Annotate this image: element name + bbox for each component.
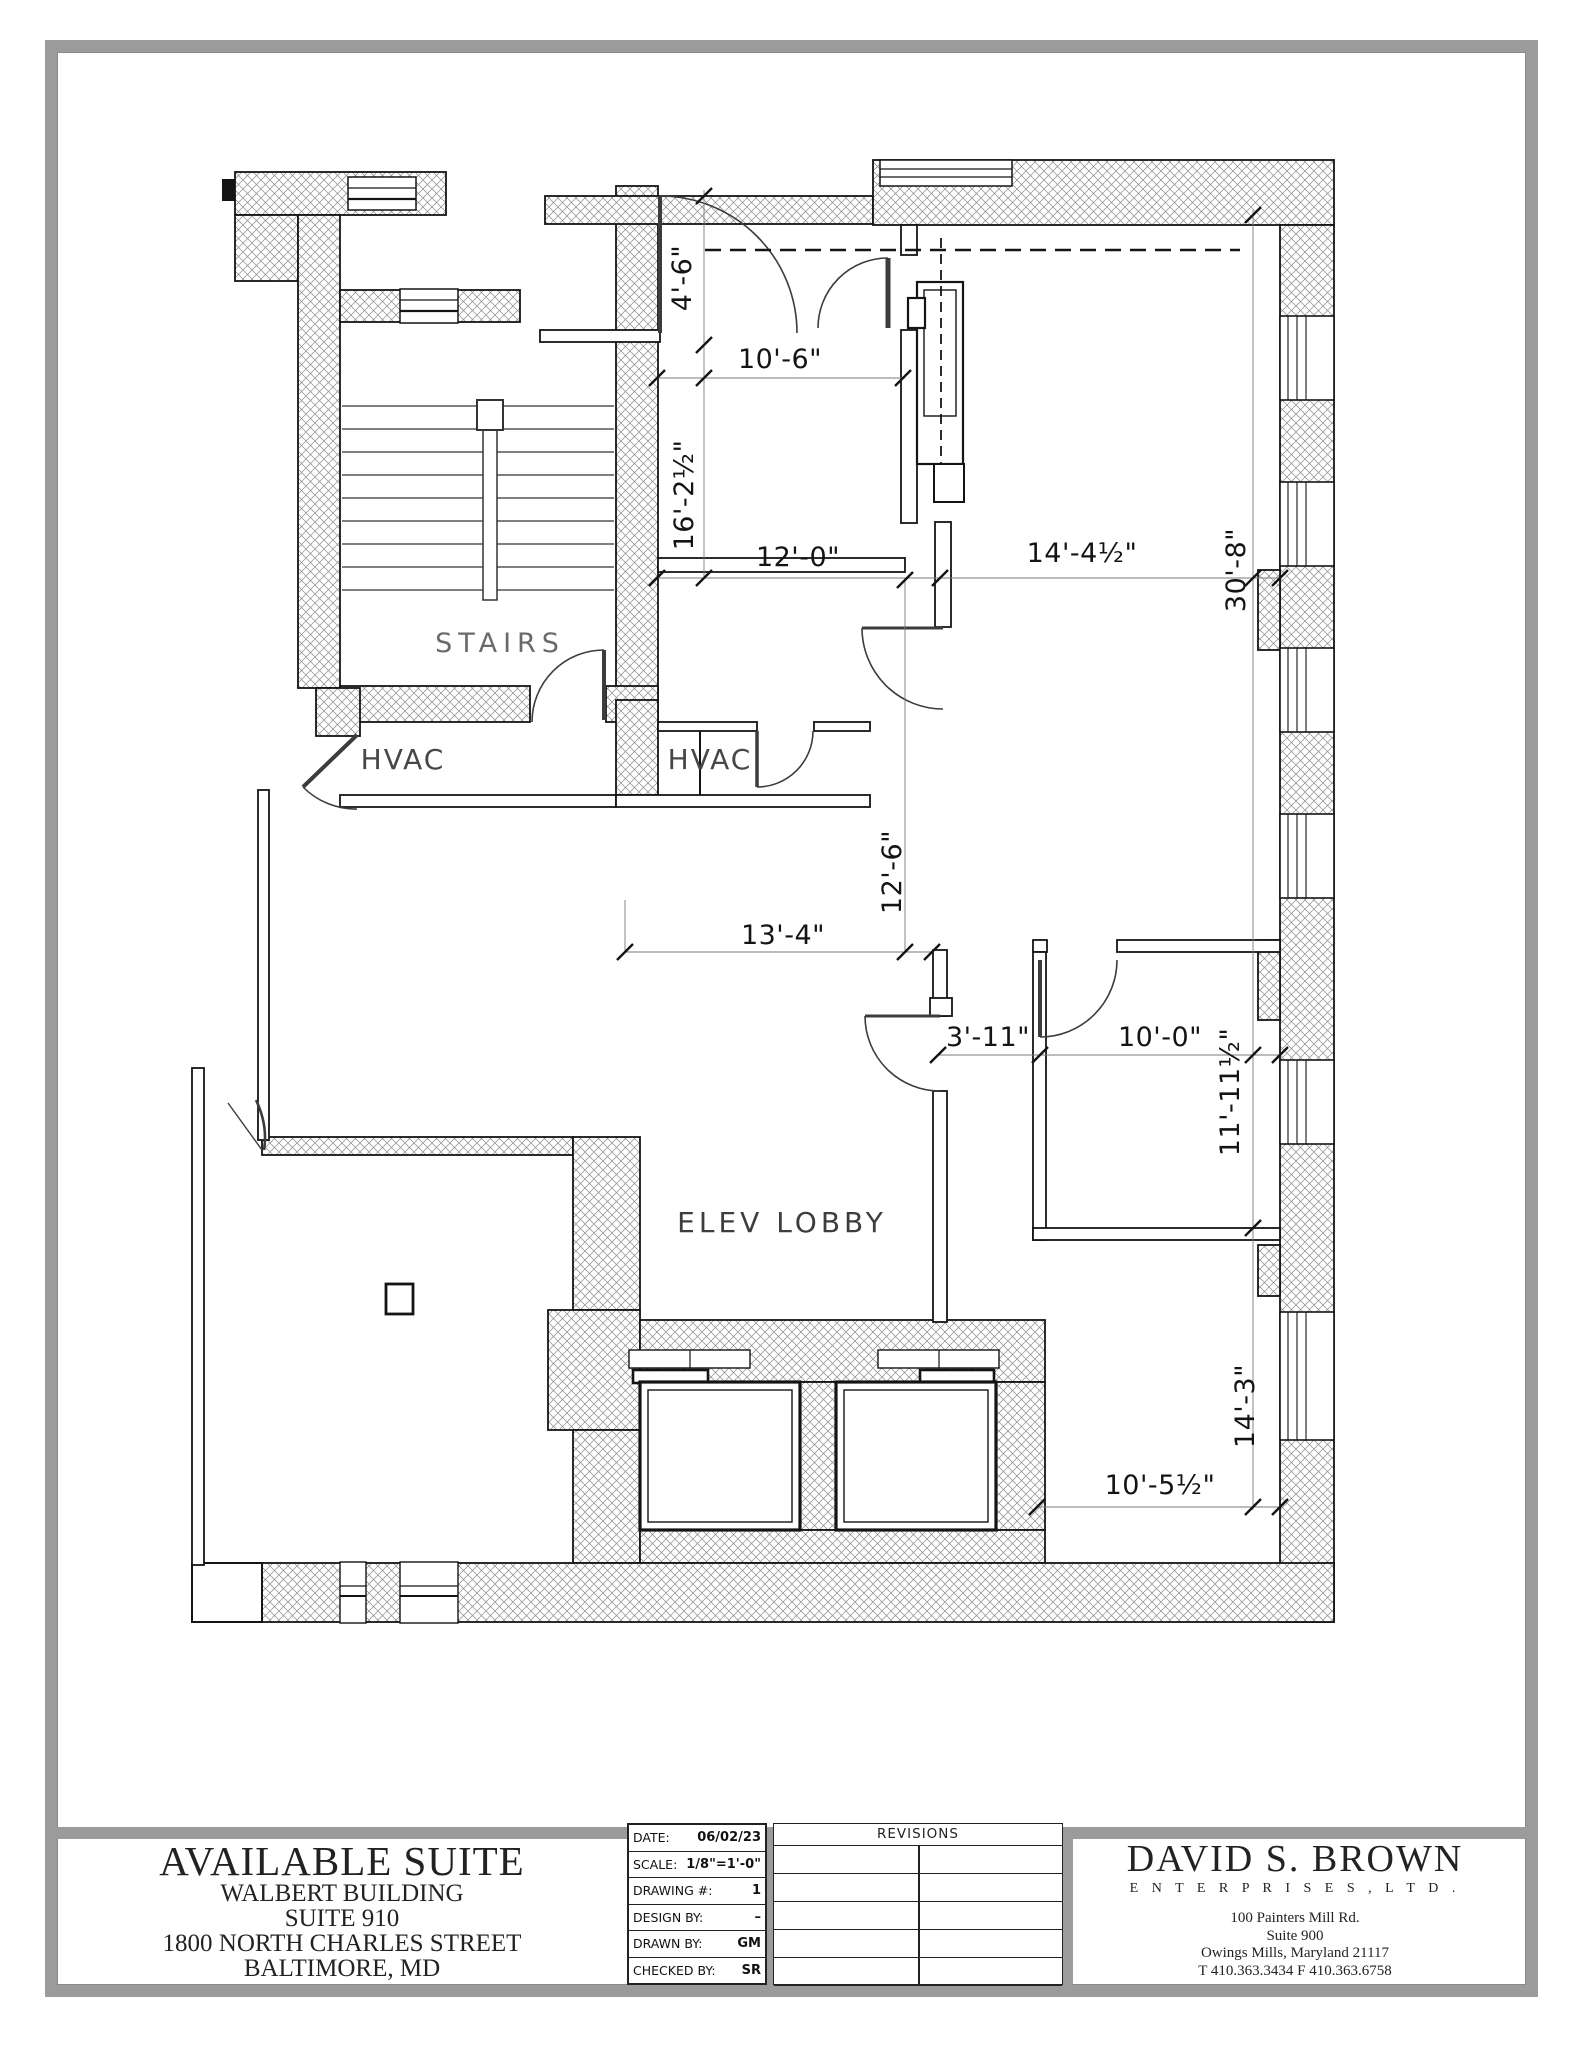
door-stair	[531, 649, 606, 723]
checked-by-value: SR	[741, 1962, 761, 1978]
east-window-6	[1279, 1311, 1335, 1441]
design-by-value: –	[754, 1909, 762, 1925]
info-row-date: DATE: 06/02/23	[629, 1825, 765, 1852]
east-window-5	[1279, 1059, 1335, 1145]
dim-east-upper-height: 30'-8"	[1221, 528, 1252, 612]
suite-title: AVAILABLE SUITE	[159, 1838, 525, 1884]
door-elev-lobby	[864, 1014, 941, 1092]
door-corridor	[227, 1099, 267, 1151]
suite-number: SUITE 910	[284, 1905, 400, 1932]
drawing-info-table: DATE: 06/02/23 SCALE: 1/8"=1'-0" DRAWING…	[627, 1823, 767, 1985]
dim-closet-depth: 4'-6"	[667, 245, 698, 311]
partition-walls	[191, 224, 1281, 1566]
door-closet	[817, 257, 891, 329]
dimension-labels: 4'-6" 10'-6" 16'-2½" 12'-0" 14'-4½" 30'-…	[667, 245, 1261, 1501]
dim-room1-width: 10'-6"	[738, 344, 822, 375]
suite-title-block: AVAILABLE SUITE WALBERT BUILDING SUITE 9…	[57, 1841, 627, 1985]
info-row-drawing-number: DRAWING #: 1	[629, 1878, 765, 1905]
column	[384, 1282, 415, 1316]
door-room1	[658, 195, 798, 334]
window-bottom-1	[339, 1561, 367, 1624]
company-street: 100 Painters Mill Rd.	[1230, 1910, 1360, 1926]
dim-room4-width: 10'-0"	[1118, 1022, 1202, 1053]
dim-room5-height: 14'-3"	[1230, 1364, 1261, 1448]
drawn-by-value: GM	[737, 1936, 761, 1952]
street-address: 1800 NORTH CHARLES STREET	[162, 1930, 522, 1957]
revisions-column-divider	[918, 1845, 920, 1984]
company-block: DAVID S. BROWN E N T E R P R I S E S , L…	[1073, 1840, 1517, 1980]
date-label: DATE:	[633, 1830, 670, 1846]
building-name: WALBERT BUILDING	[220, 1880, 464, 1907]
door-room4	[1038, 959, 1118, 1038]
elevator-sill-a	[628, 1349, 751, 1369]
window-top-right	[879, 159, 1013, 187]
drawing-number-value: 1	[751, 1883, 761, 1899]
window-bottom-2	[399, 1561, 459, 1624]
door-hvac-right	[755, 730, 814, 788]
windows	[191, 159, 1335, 1624]
titleblock-divider-v2	[1063, 1835, 1073, 1987]
date-value: 06/02/23	[697, 1830, 761, 1846]
east-window-3	[1279, 647, 1335, 733]
label-hvac-left: HVAC	[361, 743, 446, 776]
company-subtitle: E N T E R P R I S E S , L T D .	[1129, 1881, 1461, 1896]
label-hvac-right: HVAC	[668, 743, 753, 776]
info-row-scale: SCALE: 1/8"=1'-0"	[629, 1852, 765, 1878]
sheet-border-frame	[45, 40, 1538, 1997]
dim-room4-height: 11'-11½"	[1215, 1028, 1246, 1156]
dimension-lines	[624, 190, 1280, 1510]
label-stairs: STAIRS	[435, 628, 565, 659]
elevator-shaft-b	[834, 1380, 998, 1532]
stair-treads	[342, 399, 614, 601]
dim-room5-width: 10'-5½"	[1105, 1470, 1216, 1501]
revisions-header: REVISIONS	[774, 1824, 1062, 1846]
east-window-2	[1279, 481, 1335, 567]
dim-room1-height: 16'-2½"	[669, 440, 700, 551]
design-by-label: DESIGN BY:	[633, 1909, 704, 1925]
window-stair-top	[347, 176, 417, 211]
elevator-sill-b	[877, 1349, 1000, 1369]
east-window-4	[1279, 813, 1335, 899]
scale-value: 1/8"=1'-0"	[686, 1856, 761, 1872]
elevators	[384, 1282, 1000, 1532]
door-hvac-left	[301, 733, 359, 810]
dimension-ticks	[616, 187, 1289, 1516]
drawing-number-label: DRAWING #:	[633, 1883, 713, 1899]
scale-label: SCALE:	[633, 1856, 678, 1872]
dim-room3-width: 14'-4½"	[1027, 538, 1138, 569]
elevator-shaft-a	[638, 1380, 802, 1532]
checked-by-label: CHECKED BY:	[633, 1962, 716, 1978]
revisions-table: REVISIONS	[773, 1823, 1063, 1986]
city-state: BALTIMORE, MD	[243, 1955, 441, 1982]
duct-fixture	[705, 238, 1240, 503]
company-suite: Suite 900	[1266, 1927, 1324, 1944]
dim-mid-height: 12'-6"	[877, 830, 908, 914]
east-window-1	[1279, 315, 1335, 401]
window-stair-inner	[399, 288, 459, 324]
revision-row	[774, 1958, 1062, 1986]
doors	[227, 195, 1118, 1151]
door-room2	[861, 626, 944, 710]
drawn-by-label: DRAWN BY:	[633, 1936, 703, 1952]
info-row-drawn-by: DRAWN BY: GM	[629, 1931, 765, 1958]
dim-corridor-width: 3'-11"	[946, 1022, 1030, 1053]
room-labels: STAIRS HVAC HVAC ELEV LOBBY	[361, 628, 887, 1239]
company-phone: T 410.363.3434 F 410.363.6758	[1198, 1962, 1392, 1979]
dim-room2-width: 12'-0"	[756, 542, 840, 573]
titleblock-divider-v1	[766, 1835, 773, 1987]
info-row-checked-by: CHECKED BY: SR	[629, 1958, 765, 1984]
dim-mid-width: 13'-4"	[741, 920, 825, 951]
bottom-left-opening	[191, 1562, 263, 1623]
company-address: 100 Painters Mill Rd. Suite 900 Owings M…	[1073, 1910, 1517, 1980]
company-name: DAVID S. BROWN	[1126, 1838, 1464, 1880]
company-city: Owings Mills, Maryland 21117	[1200, 1945, 1390, 1961]
label-elev-lobby: ELEV LOBBY	[677, 1206, 887, 1239]
info-row-design-by: DESIGN BY: –	[629, 1905, 765, 1931]
